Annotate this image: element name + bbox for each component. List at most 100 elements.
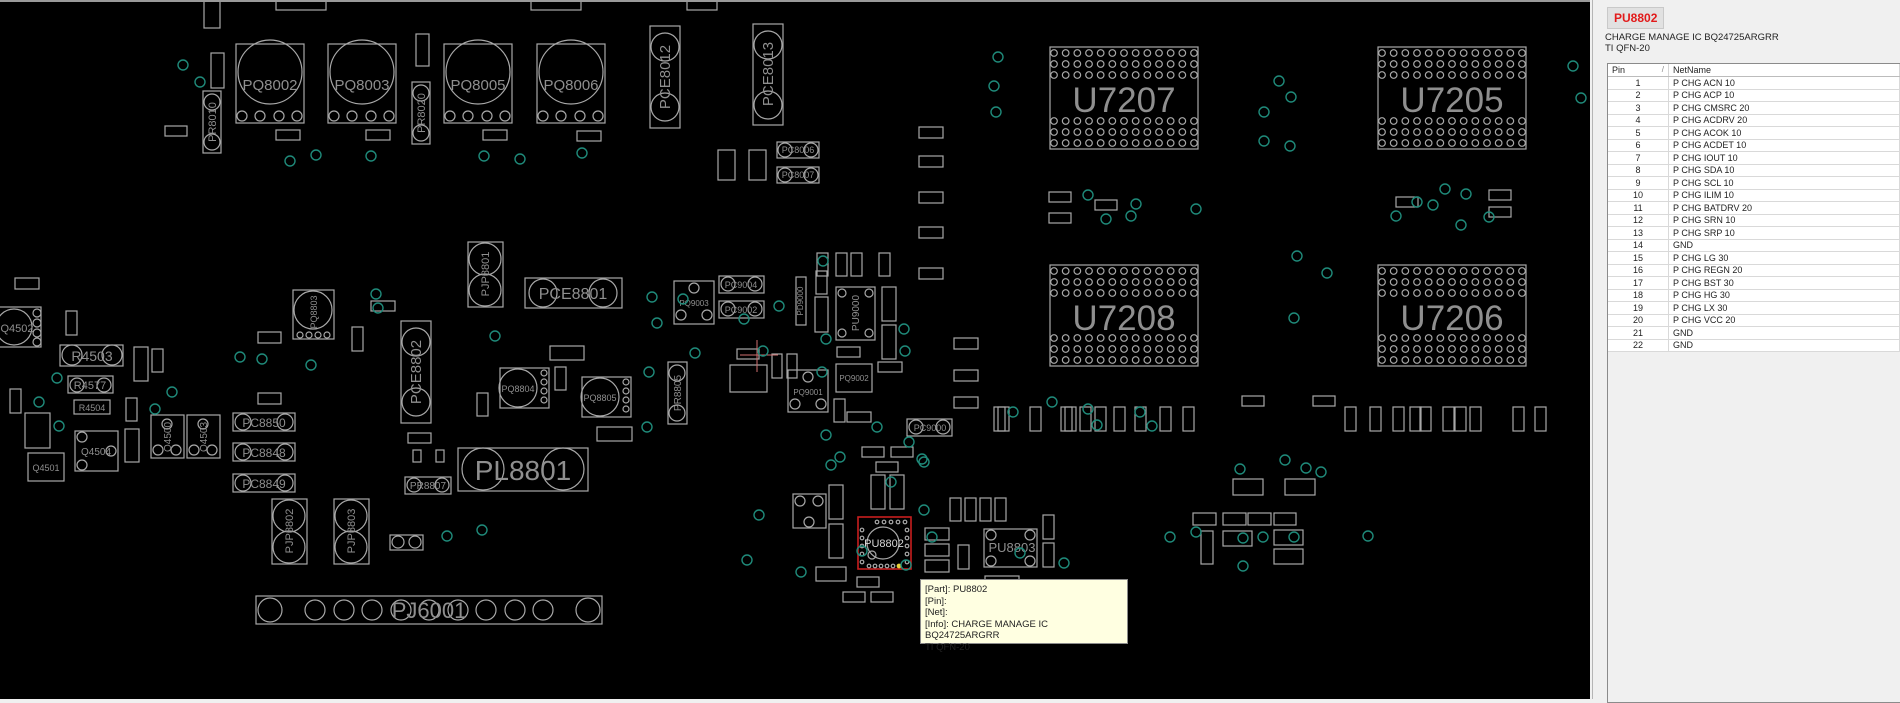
component-small-r33[interactable] — [949, 497, 962, 522]
component-pjp8801[interactable]: PJP8801 — [467, 241, 504, 308]
component-u7205[interactable]: U7205 — [1377, 46, 1527, 150]
component-q4502[interactable]: Q4502 — [0, 306, 42, 348]
component-small-r24[interactable] — [771, 353, 783, 379]
component-pce8012[interactable]: PCE8012 — [649, 25, 681, 129]
component-small-r25[interactable] — [786, 353, 798, 379]
component-small-c32[interactable] — [1312, 395, 1336, 407]
component-small-vertical[interactable] — [1392, 406, 1405, 432]
component-pq8005[interactable]: PQ8005 — [443, 39, 513, 124]
component-small-vertical[interactable] — [1534, 406, 1547, 432]
component-small-c34[interactable] — [890, 446, 914, 458]
component-small-vertical[interactable] — [1409, 406, 1422, 432]
component-q4501-array[interactable] — [24, 412, 51, 449]
component-small-c7[interactable] — [918, 155, 944, 168]
component-c3806[interactable] — [1284, 478, 1316, 496]
component-small-c2[interactable] — [275, 129, 301, 141]
component-pj6001[interactable]: PJ6001 — [255, 595, 603, 625]
component-small-c25[interactable] — [877, 361, 903, 373]
component-small-c42[interactable] — [870, 591, 894, 603]
component-c3807[interactable] — [1222, 512, 1247, 526]
component-small-c9[interactable] — [918, 226, 944, 239]
component-small-vertical[interactable] — [1113, 406, 1126, 432]
component-small-r18[interactable] — [850, 252, 863, 277]
component-small-vertical[interactable] — [1419, 406, 1432, 432]
component-small-r21[interactable] — [814, 296, 829, 333]
component-small-r3[interactable] — [717, 149, 736, 181]
component-pr8020[interactable]: PR8020 — [411, 81, 431, 145]
component-small-vertical[interactable] — [1454, 406, 1467, 432]
component-small-vertical[interactable] — [1029, 406, 1042, 432]
component-small-r26[interactable] — [833, 398, 846, 423]
component-u7208[interactable]: U7208 — [1049, 264, 1199, 367]
component-pc8848[interactable]: PC8848 — [232, 442, 296, 462]
component-small-r23[interactable] — [881, 324, 897, 360]
pcb-layout[interactable]: PQ8002 PQ8003 PQ8005 PQ8006 PR8010 PR802… — [0, 2, 1590, 699]
component-pce8801[interactable]: PCE8801 — [524, 277, 623, 309]
component-top-partial-3[interactable] — [530, 2, 582, 11]
component-small-c10[interactable] — [918, 267, 944, 280]
component-pq8002[interactable]: PQ8002 — [235, 39, 305, 124]
component-small-r28[interactable] — [1200, 530, 1214, 565]
component-small-c4[interactable] — [482, 129, 508, 141]
component-small-c38[interactable] — [924, 559, 950, 573]
component-small-r37[interactable] — [957, 544, 970, 570]
component-pr8807[interactable]: PR8807 — [404, 476, 452, 495]
component-small-vertical[interactable] — [1079, 406, 1092, 432]
component-top-partial-2[interactable] — [275, 2, 327, 11]
component-small-c15[interactable] — [1488, 189, 1512, 201]
component-pr8805[interactable]: PR8805 — [667, 361, 688, 425]
component-pu8802-highlighted[interactable]: PU8802 — [857, 516, 912, 570]
component-r4504[interactable]: R4504 — [73, 399, 111, 415]
component-pu9000[interactable]: PU9000 — [835, 286, 876, 341]
component-small-c3[interactable] — [365, 129, 391, 141]
component-pjp8803[interactable]: PJP8803 — [333, 498, 370, 565]
component-small-c37[interactable] — [924, 543, 950, 557]
component-pjp8802[interactable]: PJP8802 — [271, 498, 308, 565]
component-u7206[interactable]: U7206 — [1377, 264, 1527, 367]
component-c3810[interactable] — [1273, 512, 1297, 526]
component-sl3804[interactable] — [1273, 529, 1304, 546]
component-small-r10[interactable] — [124, 428, 140, 463]
component-small-vertical[interactable] — [1094, 406, 1107, 432]
component-small-c36[interactable] — [924, 527, 950, 541]
component-pc8007[interactable]: PC8007 — [776, 166, 820, 184]
component-pc8006[interactable]: PC8006 — [776, 141, 820, 159]
component-small-r29[interactable] — [828, 484, 844, 520]
component-small-c6[interactable] — [918, 126, 944, 139]
component-small-r27[interactable] — [993, 406, 1006, 432]
component-pq8006[interactable]: PQ8006 — [536, 39, 606, 124]
component-small-c24[interactable] — [836, 346, 861, 358]
component-small-r35[interactable] — [979, 497, 992, 522]
component-small-r38[interactable] — [1042, 514, 1055, 540]
component-small-r5[interactable] — [65, 310, 78, 336]
component-c3805[interactable] — [1232, 478, 1264, 496]
component-small-c20[interactable] — [370, 300, 396, 312]
component-small-r15[interactable] — [435, 449, 445, 463]
column-header-pin[interactable]: Pin/ — [1608, 64, 1669, 77]
component-r4577[interactable]: R4577 — [67, 375, 114, 394]
component-pc9000[interactable]: PC9000 — [906, 418, 953, 437]
component-q4500[interactable]: Q4500 — [150, 414, 185, 459]
component-small-r17[interactable] — [835, 252, 848, 277]
component-small-r6[interactable] — [133, 346, 149, 382]
component-small-r16[interactable] — [816, 252, 829, 277]
component-pc8850[interactable]: PC8850 — [232, 412, 296, 432]
component-small-c11[interactable] — [1048, 191, 1072, 203]
component-small-r30[interactable] — [828, 523, 844, 559]
component-small-c21[interactable] — [549, 345, 585, 361]
component-top-partial-4[interactable] — [686, 2, 718, 11]
